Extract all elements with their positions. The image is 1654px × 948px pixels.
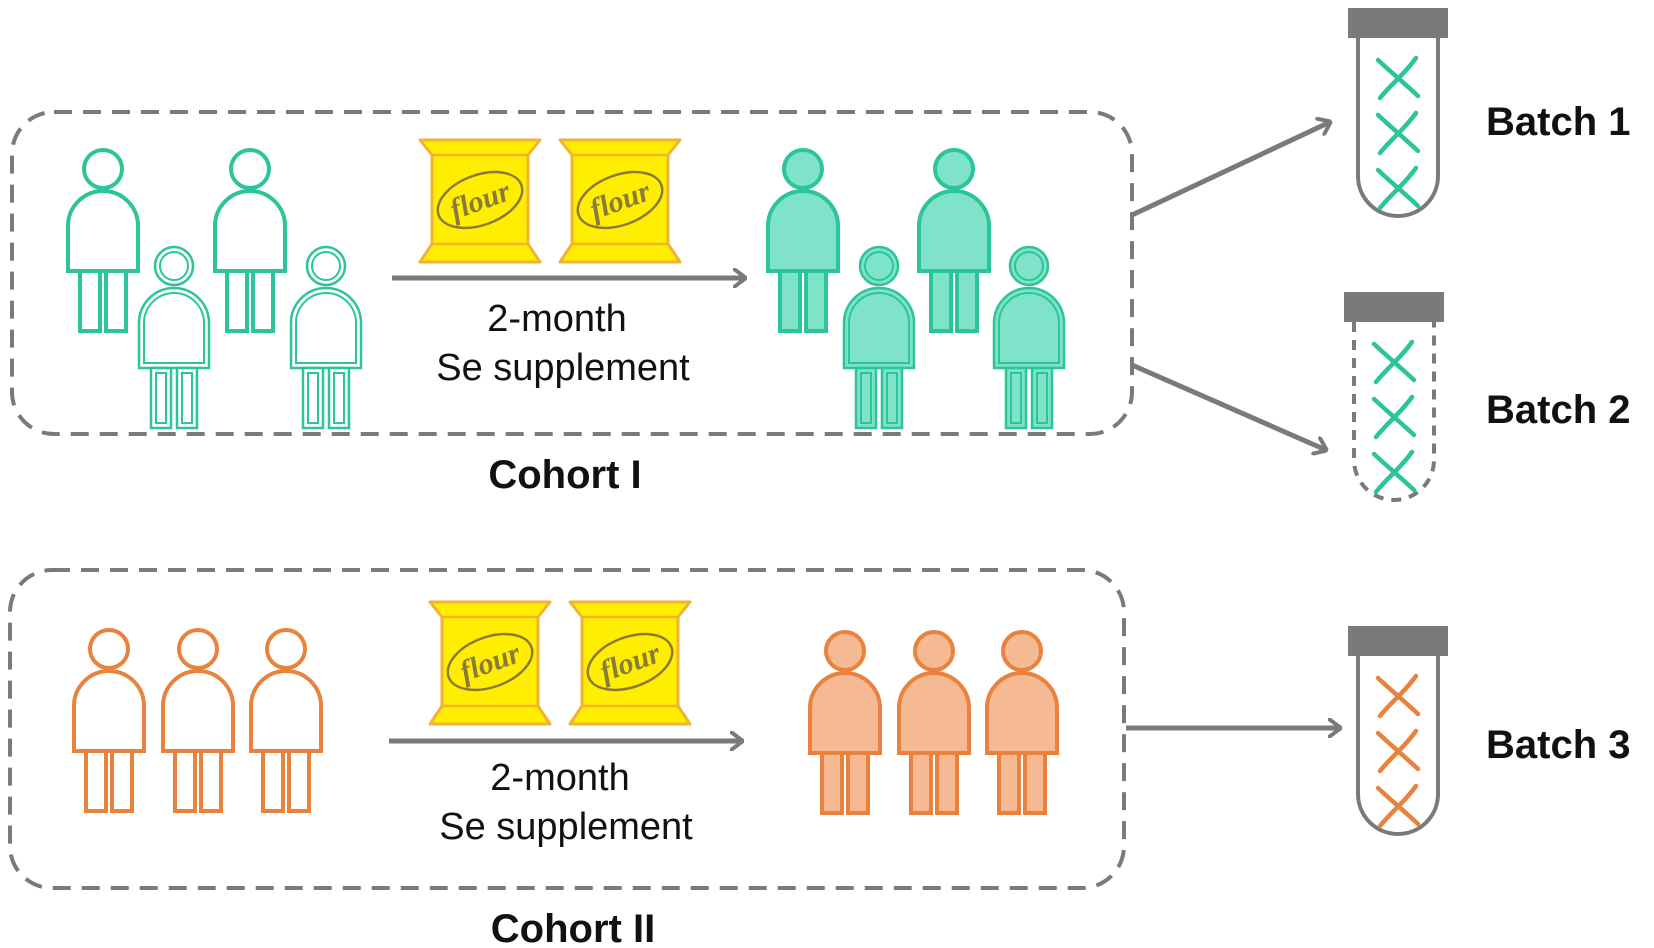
chromosome-icon — [1375, 165, 1421, 211]
person-icon — [161, 628, 235, 813]
arrow-to-batch-1 — [1130, 122, 1330, 218]
person-icon — [289, 245, 363, 430]
person-icon — [766, 148, 840, 333]
person-icon — [808, 630, 882, 815]
cohort-2-people-before — [72, 628, 323, 813]
tube-body — [1356, 38, 1440, 218]
chromosome-icon — [1375, 110, 1421, 156]
tube-body — [1352, 322, 1436, 502]
cohort-2-label: Cohort II — [491, 907, 655, 948]
chromosome-icon — [1375, 728, 1421, 774]
cohort-2-treatment-label: Se supplement — [439, 806, 693, 848]
cohort-1-label: Cohort I — [488, 453, 641, 497]
person-icon — [842, 245, 916, 430]
tube-cap — [1348, 8, 1448, 38]
chromosome-icon — [1375, 673, 1421, 719]
flour-bag-icon: flour — [558, 138, 682, 264]
arrow-to-batch-2 — [1130, 362, 1326, 450]
person-icon — [917, 148, 991, 333]
batch-2-tube — [1344, 292, 1444, 502]
chromosome-icon — [1375, 783, 1421, 829]
cohort-1-people-before — [66, 148, 363, 430]
flour-bag-icon: flour — [418, 138, 542, 264]
cohort-2-group: flour flour 2-month Se supplement Cohort… — [8, 568, 1126, 948]
flour-bag-icon: flour — [568, 600, 692, 726]
chromosome-icon — [1371, 339, 1417, 385]
person-icon — [66, 148, 140, 333]
batch-2-label: Batch 2 — [1486, 388, 1631, 432]
tube-cap — [1348, 626, 1448, 656]
person-icon — [137, 245, 211, 430]
chromosome-icon — [1371, 394, 1417, 440]
flour-bag-icon: flour — [428, 600, 552, 726]
batch-3-label: Batch 3 — [1486, 723, 1631, 767]
person-icon — [249, 628, 323, 813]
cohort-1-flour-bags: flour flour — [418, 138, 682, 264]
cohort-1-treatment-label: Se supplement — [436, 347, 690, 389]
person-icon — [985, 630, 1059, 815]
cohort-2-flour-bags: flour flour — [428, 600, 692, 726]
person-icon — [992, 245, 1066, 430]
person-icon — [72, 628, 146, 813]
batch-3-tube — [1348, 626, 1448, 836]
cohort-1-duration-label: 2-month — [487, 298, 626, 340]
cohort-1-people-after — [766, 148, 1066, 430]
batch-1-label: Batch 1 — [1486, 100, 1631, 144]
cohort-2-duration-label: 2-month — [490, 757, 629, 799]
cohort-1-box — [10, 110, 1134, 436]
cohort-1-group: flour flour 2-month Se supplement Cohort… — [10, 110, 1134, 497]
person-icon — [897, 630, 971, 815]
tube-body — [1356, 656, 1440, 836]
tube-cap — [1344, 292, 1444, 322]
batch-1-tube — [1348, 8, 1448, 218]
person-icon — [213, 148, 287, 333]
chromosome-icon — [1371, 449, 1417, 495]
chromosome-icon — [1375, 55, 1421, 101]
cohort-2-people-after — [808, 630, 1059, 815]
